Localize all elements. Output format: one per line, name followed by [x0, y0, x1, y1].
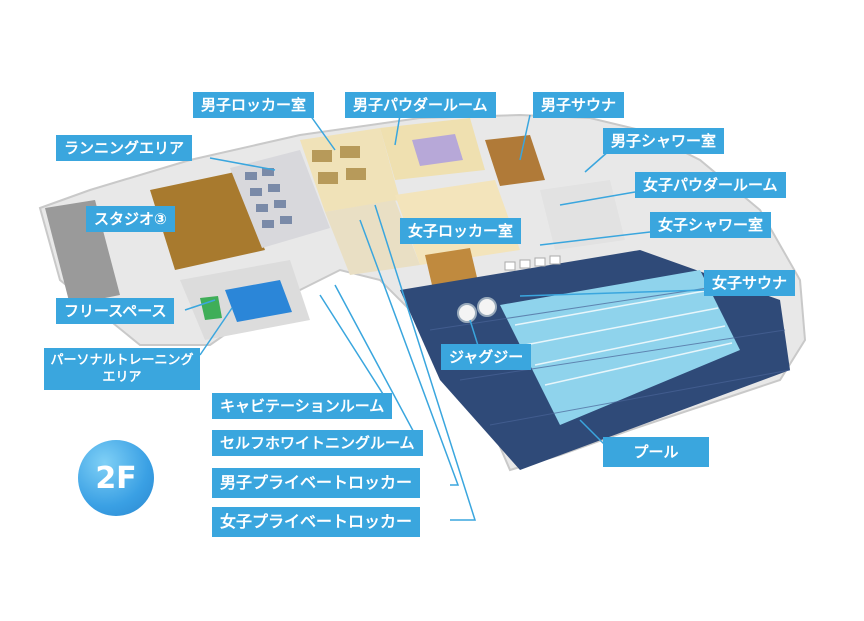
mens-sauna-room — [485, 135, 545, 186]
label-jacuzzi: ジャグジー — [441, 344, 532, 370]
label-mens-locker: 男子ロッカー室 — [193, 92, 315, 118]
label-personal-training: パーソナルトレーニングエリア — [44, 348, 200, 390]
label-pool: プール — [603, 437, 709, 467]
label-womens-private-locker: 女子プライベートロッカー — [212, 507, 421, 537]
label-running-area: ランニングエリア — [56, 135, 193, 161]
label-mens-powder: 男子パウダールーム — [345, 92, 496, 118]
floor-badge: 2F — [78, 440, 154, 516]
label-mens-sauna: 男子サウナ — [533, 92, 625, 118]
label-cavitation-room: キャビテーションルーム — [212, 393, 393, 419]
leader-lines — [184, 114, 706, 521]
training-area — [180, 260, 310, 340]
pool-deck — [400, 250, 791, 470]
label-mens-private-locker: 男子プライベートロッカー — [212, 468, 421, 498]
mens-locker-room — [300, 128, 400, 212]
label-mens-shower: 男子シャワー室 — [603, 128, 725, 154]
label-womens-shower: 女子シャワー室 — [650, 212, 772, 238]
jacuzzi-tubs — [457, 297, 497, 323]
running-area-room — [230, 150, 330, 248]
label-free-space: フリースペース — [56, 298, 175, 324]
label-womens-locker: 女子ロッカー室 — [400, 218, 522, 244]
central-corridor — [325, 200, 420, 275]
label-studio: スタジオ③ — [86, 206, 175, 232]
label-self-whitening-room: セルフホワイトニングルーム — [212, 430, 423, 456]
mens-powder-room — [380, 118, 485, 180]
label-womens-sauna: 女子サウナ — [704, 270, 796, 296]
label-womens-powder: 女子パウダールーム — [635, 172, 786, 198]
